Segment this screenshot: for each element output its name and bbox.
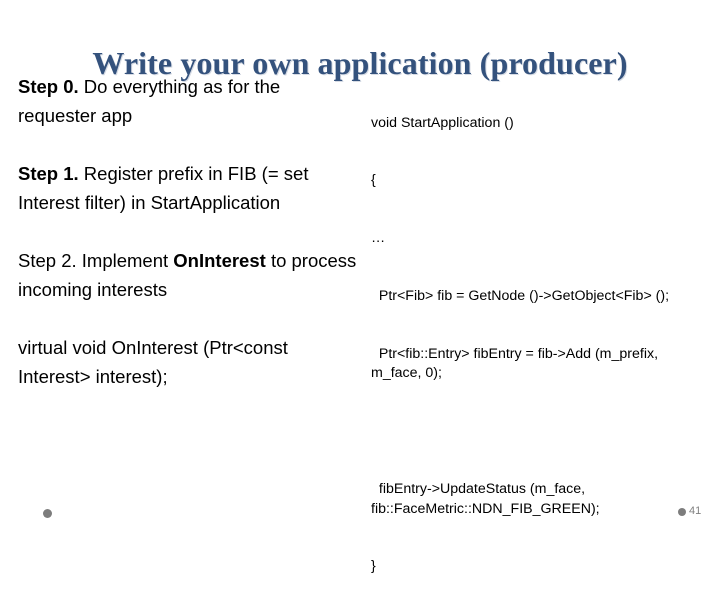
left-paragraph-signature: virtual void OnInterest (Ptr<const Inter… [18, 333, 358, 391]
page-number-bullet-icon [678, 507, 686, 516]
slide-canvas: Write your own application (producer) St… [18, 45, 702, 575]
on-interest-signature: virtual void OnInterest (Ptr<const Inter… [18, 337, 288, 387]
code-block-start-application: void StartApplication () { … Ptr<Fib> fi… [371, 75, 707, 422]
code-line: … [371, 230, 386, 247]
right-code-column: void StartApplication () { … Ptr<Fib> fi… [371, 75, 707, 615]
code-line: void StartApplication () [371, 114, 514, 131]
left-paragraph-step-0: Step 0. Do everything as for the request… [18, 72, 358, 130]
step-0-text: Do everything as for the requester app [18, 76, 281, 126]
left-paragraph-step-2: Step 2. Implement OnInterest to process … [18, 246, 358, 304]
code-block-update-status: fibEntry->UpdateStatus (m_face, fib::Fac… [371, 442, 707, 615]
left-paragraph-step-1: Step 1. Register prefix in FIB (= set In… [18, 159, 358, 217]
step-2-label: Step 2. Implement [18, 250, 174, 271]
step-0-label: Step 0. [18, 76, 79, 97]
code-line: { [371, 172, 376, 189]
left-content-column: Step 0. Do everything as for the request… [18, 72, 358, 391]
code-line: Ptr<Fib> fib = GetNode ()->GetObject<Fib… [371, 288, 670, 305]
code-line: } [371, 558, 376, 575]
code-line: Ptr<fib::Entry> fibEntry = fib->Add (m_p… [371, 346, 662, 382]
step-1-text: Register prefix in FIB (= set Interest f… [18, 163, 309, 213]
step-1-label: Step 1. [18, 163, 79, 184]
page-number: 41 [689, 505, 702, 517]
page-number-group: 41 [678, 506, 701, 517]
code-line: fibEntry->UpdateStatus (m_face, fib::Fac… [371, 481, 600, 517]
page-title: Write your own application (producer) [92, 45, 628, 82]
footer-bullet-icon [43, 509, 52, 518]
step-2-text: to process incoming interests [18, 250, 357, 300]
on-interest-keyword: OnInterest [173, 250, 266, 271]
